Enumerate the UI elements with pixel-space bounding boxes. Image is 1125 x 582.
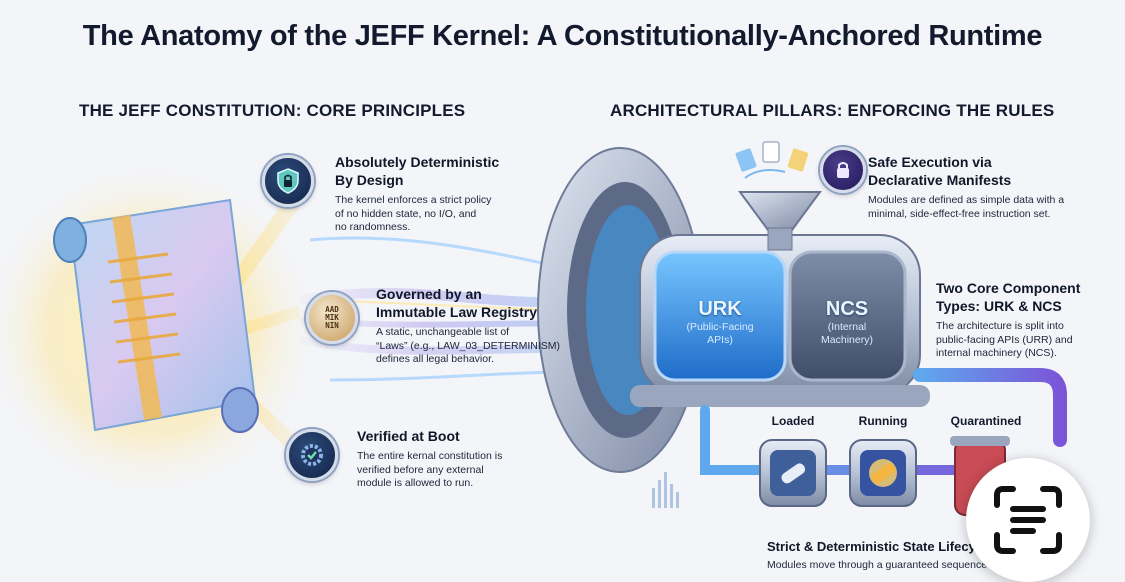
ncs-sub-line: (Internal bbox=[827, 321, 867, 333]
manifest-funnel bbox=[735, 141, 822, 251]
ncs-sub-line: Machinery) bbox=[821, 334, 873, 346]
pillar-desc-line: public-facing APIs (URR) and bbox=[936, 333, 1073, 346]
principle-desc-line: verified before any external bbox=[357, 463, 484, 476]
pillar-title-line: Types: URK & NCS bbox=[936, 298, 1062, 314]
principle-title-line: Absolutely Deterministic bbox=[335, 154, 500, 170]
pillar-title-line: Safe Execution via bbox=[868, 154, 992, 170]
gear-check-icon bbox=[286, 429, 338, 481]
right-section-heading: ARCHITECTURAL PILLARS: ENFORCING THE RUL… bbox=[610, 101, 1055, 120]
lifecycle-pipe bbox=[700, 368, 1067, 475]
scan-text-button[interactable] bbox=[966, 458, 1090, 582]
pillar-desc-line: Modules move through a guaranteed sequen… bbox=[767, 559, 988, 571]
pillar-desc-line: The architecture is split into bbox=[936, 320, 1064, 332]
law-book-icon: AAD MIK NIN bbox=[306, 292, 358, 344]
urk-sub-line: (Public-Facing bbox=[686, 321, 754, 333]
principle-desc-line: The kernel enforces a strict policy bbox=[335, 194, 492, 206]
law-book-text: NIN bbox=[325, 321, 339, 330]
pillar-title-line: Strict & Deterministic State Lifecycle bbox=[767, 539, 994, 554]
state-label-quarantined: Quarantined bbox=[950, 414, 1022, 428]
state-running-box bbox=[849, 439, 917, 507]
law-book-text: MIK bbox=[325, 313, 339, 322]
principle-desc-line: no randomness. bbox=[335, 221, 411, 233]
pillar-desc-line: minimal, side-effect-free instruction se… bbox=[868, 207, 1051, 220]
principle-deterministic: Absolutely Deterministic By Design The ke… bbox=[335, 153, 535, 235]
principle-title-line: Governed by an bbox=[376, 286, 482, 302]
urk-name: URK bbox=[698, 298, 742, 320]
pillar-title-line: Two Core Component bbox=[936, 280, 1081, 296]
page-title: The Anatomy of the JEFF Kernel: A Consti… bbox=[82, 20, 1043, 52]
state-label-running: Running bbox=[858, 414, 908, 428]
scan-text-icon bbox=[994, 486, 1062, 554]
principle-law-registry: Governed by an Immutable Law Registry A s… bbox=[376, 285, 586, 367]
pillar-desc-line: Modules are defined as simple data with … bbox=[868, 194, 1065, 206]
pillar-desc-line: internal machinery (NCS). bbox=[936, 347, 1057, 359]
left-section-heading: THE JEFF CONSTITUTION: CORE PRINCIPLES bbox=[79, 101, 466, 120]
shield-lock-icon bbox=[262, 155, 314, 207]
principle-desc-line: defines all legal behavior. bbox=[376, 353, 494, 365]
principle-title-line: Verified at Boot bbox=[357, 428, 460, 444]
constitution-scroll bbox=[53, 198, 259, 433]
state-loaded-box bbox=[759, 439, 827, 507]
pillar-title-line: Declarative Manifests bbox=[868, 172, 1012, 188]
principle-verified-boot: Verified at Boot The entire kernal const… bbox=[357, 427, 557, 491]
principle-desc-line: of no hidden state, no I/O, and bbox=[335, 207, 477, 220]
principle-desc-line: The entire kernal constitution is bbox=[357, 450, 503, 462]
pillar-lifecycle: Strict & Deterministic State Lifecycle M… bbox=[767, 538, 1067, 573]
kernel-engine bbox=[630, 234, 930, 407]
lock-box-icon bbox=[820, 147, 866, 193]
principle-title-line: Immutable Law Registry bbox=[376, 304, 538, 320]
principle-desc-line: module is allowed to run. bbox=[357, 477, 474, 489]
principle-title-line: By Design bbox=[335, 172, 404, 188]
state-label-loaded: Loaded bbox=[771, 414, 815, 428]
urk-sub-line: APIs) bbox=[707, 334, 733, 346]
principle-desc-line: A static, unchangeable list of bbox=[376, 326, 510, 338]
ncs-name: NCS bbox=[825, 298, 869, 320]
principle-desc-line: “Laws” (e.g., LAW_03_DETERMINISM) bbox=[376, 339, 560, 352]
law-book-text: AAD bbox=[325, 305, 339, 314]
